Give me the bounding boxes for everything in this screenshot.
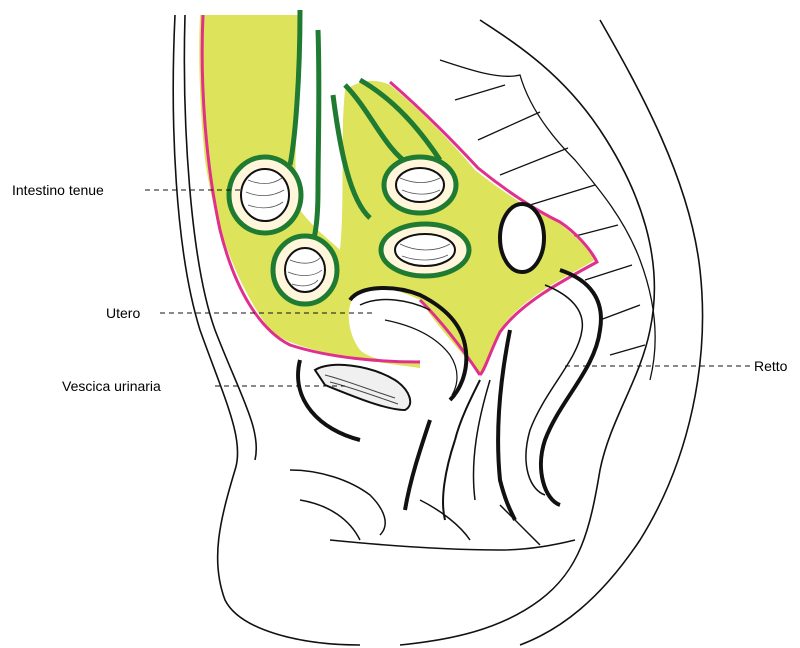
- perineum-outline: [290, 470, 575, 550]
- sigmoid-loop: [500, 204, 544, 272]
- label-vescica-urinaria: Vescica urinaria: [62, 378, 161, 394]
- bladder: [298, 360, 410, 440]
- label-retto: Retto: [754, 358, 787, 374]
- label-intestino-tenue: Intestino tenue: [12, 182, 104, 198]
- label-utero: Utero: [106, 305, 140, 321]
